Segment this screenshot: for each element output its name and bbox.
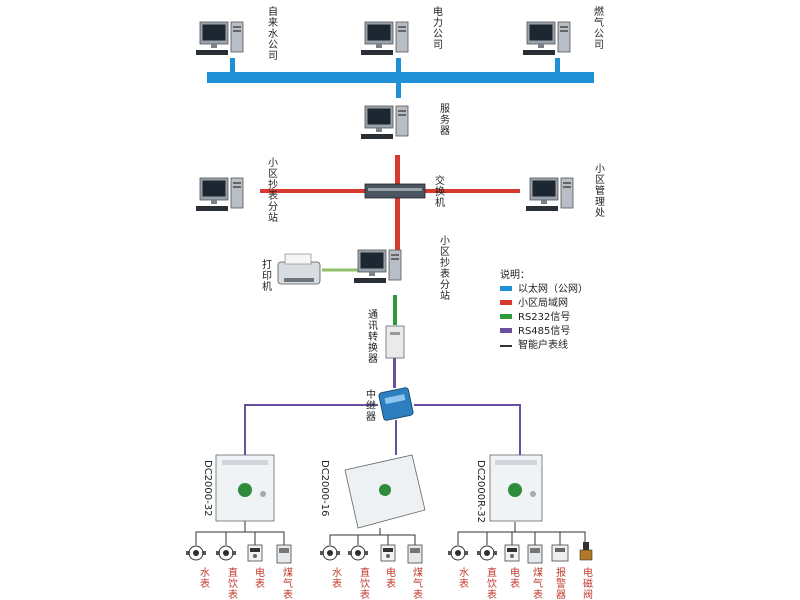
server-label: 服务器 bbox=[440, 103, 450, 137]
meter-label: 电表 bbox=[386, 566, 396, 590]
collector-model-label: DC2000R-32 bbox=[475, 460, 486, 523]
power-company-pc bbox=[360, 21, 409, 56]
printer-device bbox=[277, 253, 321, 285]
electric-meter bbox=[504, 544, 520, 562]
gas-meter bbox=[527, 544, 543, 564]
water-meter bbox=[447, 545, 469, 561]
meter-label: 水表 bbox=[200, 567, 210, 590]
legend-item-label: 小区局域网 bbox=[518, 296, 568, 309]
converter-label: 通讯转换器 bbox=[368, 309, 378, 365]
left-station-pc bbox=[195, 177, 244, 212]
drinking-water-meter bbox=[215, 545, 237, 561]
ethernet-drop bbox=[396, 58, 401, 98]
repeater-device bbox=[378, 387, 414, 421]
electric-meter bbox=[380, 544, 396, 562]
center-station-pc bbox=[353, 249, 402, 284]
collector-box bbox=[489, 454, 543, 522]
converter-device bbox=[385, 325, 405, 359]
collector-model-label: DC2000-16 bbox=[319, 460, 330, 516]
water-meter bbox=[319, 545, 341, 561]
management-label: 小区管理处 bbox=[595, 163, 605, 219]
legend-item-label: RS232信号 bbox=[518, 311, 570, 323]
gas-company-pc bbox=[522, 21, 571, 56]
legend-swatch bbox=[500, 328, 512, 333]
left-station-label: 小区抄表分站 bbox=[268, 157, 278, 224]
gas-meter bbox=[276, 544, 292, 564]
lan-link bbox=[260, 189, 365, 193]
repeater-label: 中继器 bbox=[366, 388, 376, 423]
meter-label: 报警器 bbox=[556, 566, 566, 600]
printer-label: 打印机 bbox=[262, 258, 272, 293]
collector-box bbox=[215, 454, 275, 522]
meter-label: 水表 bbox=[332, 567, 342, 590]
switch-device bbox=[364, 183, 426, 199]
management-pc bbox=[525, 177, 574, 212]
drinking-water-meter bbox=[476, 545, 498, 561]
switch-label: 交换机 bbox=[435, 174, 445, 209]
meter-label: 直饮表 bbox=[360, 566, 370, 600]
legend-swatch bbox=[500, 300, 512, 305]
meter-line bbox=[195, 520, 246, 545]
ethernet-drop bbox=[230, 58, 235, 74]
water-meter bbox=[185, 545, 207, 561]
meter-label: 电磁阀 bbox=[583, 566, 593, 600]
legend-swatch bbox=[500, 314, 512, 319]
gas-company-label: 燃气公司 bbox=[594, 5, 604, 51]
lan-link bbox=[395, 155, 400, 250]
rs485-link bbox=[393, 358, 396, 388]
lan-link bbox=[425, 189, 520, 193]
alarm-device bbox=[551, 544, 569, 562]
rs232-link bbox=[393, 295, 397, 325]
meter-label: 水表 bbox=[459, 567, 469, 590]
electric-meter bbox=[247, 544, 263, 562]
gas-meter bbox=[407, 544, 423, 564]
legend-item-label: 智能户表线 bbox=[518, 338, 568, 351]
rs485-link bbox=[414, 404, 521, 455]
legend-item-label: RS485信号 bbox=[518, 325, 570, 337]
water-company-label: 自来水公司 bbox=[268, 5, 278, 62]
legend-swatch bbox=[500, 286, 512, 291]
meter-label: 煤气表 bbox=[413, 566, 423, 600]
legend-title: 说明： bbox=[500, 268, 530, 281]
rs485-link bbox=[244, 404, 378, 455]
meter-label: 煤气表 bbox=[533, 566, 543, 600]
collector-box bbox=[344, 454, 426, 529]
meter-label: 电表 bbox=[255, 566, 265, 590]
collector-model-label: DC2000-32 bbox=[202, 460, 213, 516]
meter-label: 直饮表 bbox=[487, 566, 497, 600]
server-pc bbox=[360, 105, 409, 140]
meter-label: 直饮表 bbox=[228, 566, 238, 600]
solenoid-valve bbox=[579, 542, 593, 561]
drinking-water-meter bbox=[347, 545, 369, 561]
meter-label: 电表 bbox=[510, 566, 520, 590]
ethernet-drop bbox=[555, 58, 560, 74]
water-company-pc bbox=[195, 21, 244, 56]
legend-swatch bbox=[500, 345, 512, 347]
meter-label: 煤气表 bbox=[283, 566, 293, 600]
power-company-label: 电力公司 bbox=[433, 5, 443, 51]
legend-item-label: 以太网（公网） bbox=[518, 282, 588, 295]
center-station-label: 小区抄表分站 bbox=[440, 235, 450, 302]
